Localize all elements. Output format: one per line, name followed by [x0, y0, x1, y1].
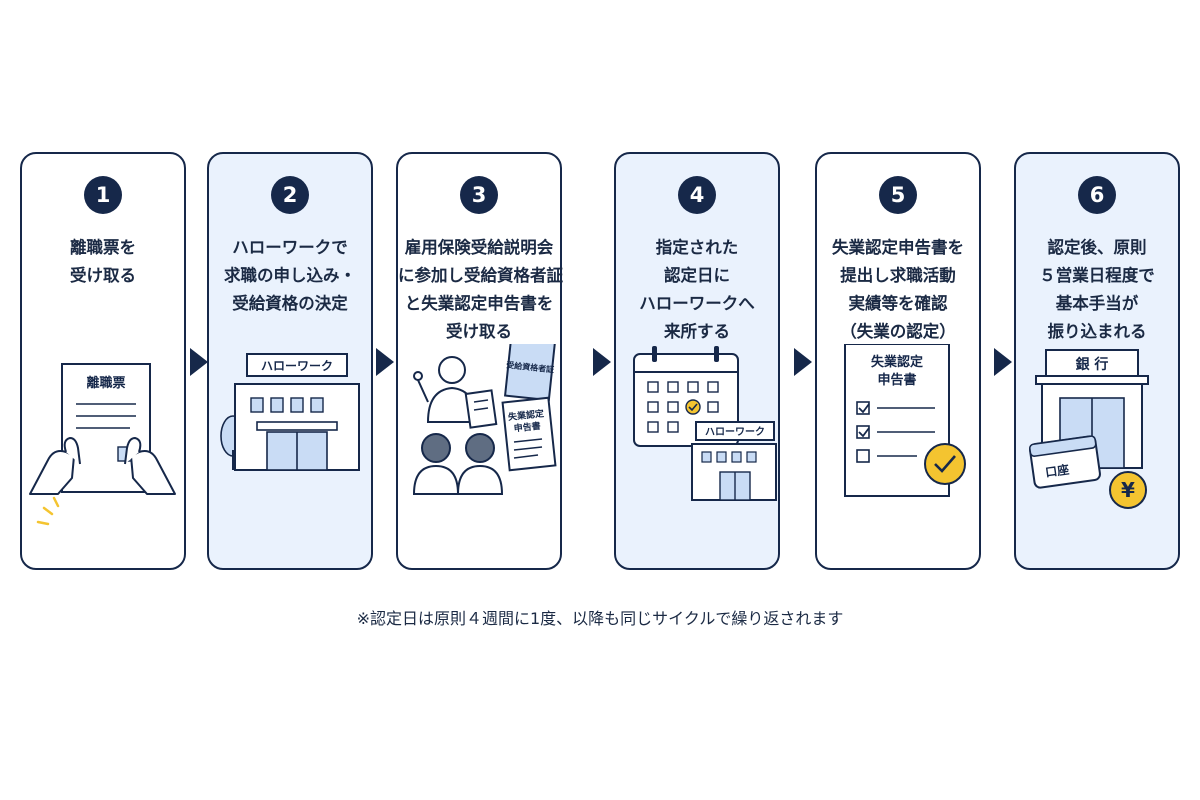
sign-label: ハローワーク — [261, 359, 333, 373]
flow-arrow — [376, 348, 394, 376]
step-card-1: 1 離職票を 受け取る 離職票 — [20, 152, 186, 570]
yen-coin-icon: ¥ — [1109, 471, 1147, 509]
step-title: 認定後、原則 ５営業日程度で 基本手当が 振り込まれる — [1039, 238, 1155, 341]
document-icon: 離職票 — [61, 363, 151, 493]
footnote: ※認定日は原則４週間に1度、以降も同じサイクルで繰り返されます — [356, 609, 844, 628]
check-circle-icon — [685, 399, 701, 415]
step-title: ハローワークで 求職の申し込み・ 受給資格の決定 — [224, 238, 356, 313]
flow-arrow — [190, 348, 208, 376]
document-label: 離職票 — [86, 375, 125, 391]
flow-arrow — [794, 348, 812, 376]
separation-slip-illustration: 離職票 — [29, 363, 176, 526]
account-label: 口座 — [1044, 462, 1070, 480]
flow-arrow — [593, 348, 611, 376]
passbook-icon: 口座 — [1028, 435, 1101, 489]
step-title: 指定された 認定日に ハローワークへ 来所する — [639, 238, 755, 341]
step-number-badge: 6 — [1078, 176, 1116, 214]
step-title: 雇用保険受給説明会 に参加し受給資格者証 と失業認定申告書を 受け取る — [398, 238, 563, 341]
svg-text:¥: ¥ — [1121, 478, 1135, 502]
sparkle-icon — [36, 496, 60, 526]
declaration-form-icon: 失業認定 申告書 — [501, 396, 557, 472]
bank-label: 銀 行 — [1076, 356, 1109, 373]
step-number-badge: 1 — [84, 176, 122, 214]
calendar-icon — [633, 346, 739, 447]
step-title: 失業認定申告書を 提出し求職活動 実績等を確認 （失業の認定） — [832, 238, 964, 341]
presenter-icon — [413, 356, 498, 429]
hands-icon — [29, 437, 176, 495]
hello-work-building-illustration: ハローワーク — [220, 353, 360, 471]
step-card-4: 4 指定された 認定日に ハローワークへ 来所する ハローワーク — [614, 152, 780, 570]
audience-icon — [412, 433, 504, 495]
certificate-document-icon: 受給資格者証 — [503, 344, 557, 402]
step-card-5: 5 失業認定申告書を 提出し求職活動 実績等を確認 （失業の認定） 失業認定 申… — [815, 152, 981, 570]
sign-label: ハローワーク — [705, 426, 765, 438]
calendar-office-illustration: ハローワーク — [633, 346, 777, 501]
step-title: 離職票を 受け取る — [70, 238, 136, 285]
step-number-badge: 4 — [678, 176, 716, 214]
check-circle-icon — [924, 443, 966, 485]
building-icon: ハローワーク — [234, 353, 360, 471]
step-card-3: 3 雇用保険受給説明会 に参加し受給資格者証 と失業認定申告書を 受け取る 受給… — [396, 152, 563, 570]
svg-text:申告書: 申告書 — [877, 372, 916, 388]
flow-arrow — [994, 348, 1012, 376]
bank-transfer-illustration: 銀 行 口座 ¥ — [1028, 349, 1149, 509]
briefing-session-illustration: 受給資格者証 失業認定 申告書 — [412, 344, 557, 495]
step-card-2: 2 ハローワークで 求職の申し込み・ 受給資格の決定 ハローワーク — [207, 152, 373, 570]
declaration-checklist-illustration: 失業認定 申告書 — [844, 344, 966, 497]
svg-text:失業認定: 失業認定 — [871, 354, 923, 370]
svg-text:失業認定: 失業認定 — [507, 407, 545, 423]
step-number-badge: 3 — [460, 176, 498, 214]
building-icon: ハローワーク — [691, 421, 777, 501]
step-number-badge: 2 — [271, 176, 309, 214]
step-card-6: 6 認定後、原則 ５営業日程度で 基本手当が 振り込まれる 銀 行 口座 ¥ — [1014, 152, 1180, 570]
step-number-badge: 5 — [879, 176, 917, 214]
svg-text:申告書: 申告書 — [513, 420, 541, 435]
